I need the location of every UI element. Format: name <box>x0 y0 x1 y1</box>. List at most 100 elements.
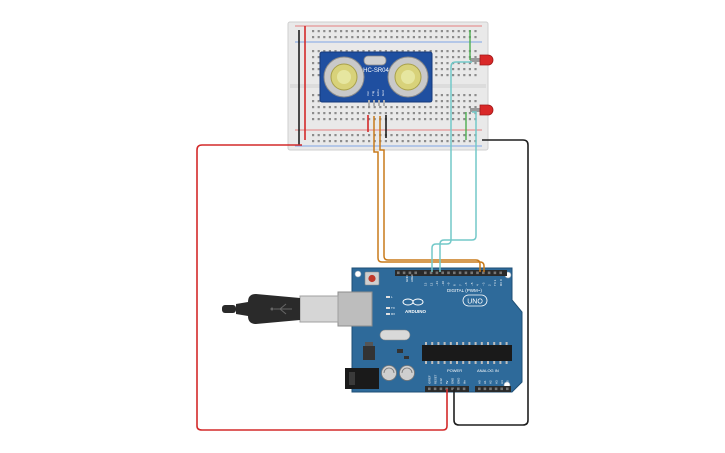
breadboard-hole[interactable] <box>446 56 449 59</box>
breadboard-hole[interactable] <box>440 100 443 103</box>
breadboard-hole[interactable] <box>446 36 449 39</box>
breadboard-hole[interactable] <box>334 30 337 33</box>
breadboard-hole[interactable] <box>463 94 466 97</box>
breadboard-hole[interactable] <box>407 36 410 39</box>
breadboard-hole[interactable] <box>362 50 365 53</box>
breadboard-hole[interactable] <box>463 30 466 33</box>
breadboard-hole[interactable] <box>379 30 382 33</box>
breadboard-hole[interactable] <box>452 106 455 109</box>
digital-pin[interactable] <box>464 271 468 275</box>
breadboard-hole[interactable] <box>317 118 320 121</box>
breadboard-hole[interactable] <box>384 140 387 143</box>
breadboard-hole[interactable] <box>312 30 315 33</box>
breadboard-hole[interactable] <box>452 74 455 77</box>
breadboard-hole[interactable] <box>429 112 432 115</box>
breadboard-hole[interactable] <box>435 100 438 103</box>
breadboard-hole[interactable] <box>384 106 387 109</box>
breadboard-hole[interactable] <box>345 50 348 53</box>
breadboard-hole[interactable] <box>440 140 443 143</box>
digital-pin[interactable] <box>499 271 502 275</box>
breadboard-hole[interactable] <box>396 134 399 137</box>
breadboard-hole[interactable] <box>468 112 471 115</box>
breadboard-hole[interactable] <box>412 36 415 39</box>
breadboard-hole[interactable] <box>468 74 471 77</box>
analog-pin[interactable] <box>506 387 509 391</box>
breadboard-hole[interactable] <box>345 134 348 137</box>
breadboard-hole[interactable] <box>368 50 371 53</box>
breadboard-hole[interactable] <box>463 106 466 109</box>
breadboard-hole[interactable] <box>463 56 466 59</box>
breadboard-hole[interactable] <box>317 68 320 71</box>
breadboard-hole[interactable] <box>440 68 443 71</box>
breadboard-hole[interactable] <box>440 36 443 39</box>
breadboard-hole[interactable] <box>435 50 438 53</box>
breadboard-hole[interactable] <box>328 140 331 143</box>
breadboard-hole[interactable] <box>379 112 382 115</box>
breadboard-hole[interactable] <box>356 30 359 33</box>
digital-pin[interactable] <box>482 271 485 275</box>
breadboard-hole[interactable] <box>440 74 443 77</box>
breadboard-hole[interactable] <box>317 140 320 143</box>
breadboard-hole[interactable] <box>323 134 326 137</box>
breadboard-hole[interactable] <box>328 36 331 39</box>
wire-led-top-signal[interactable] <box>431 61 472 272</box>
breadboard-hole[interactable] <box>340 134 343 137</box>
breadboard-hole[interactable] <box>463 118 466 121</box>
breadboard-hole[interactable] <box>457 94 460 97</box>
breadboard-hole[interactable] <box>362 106 365 109</box>
breadboard-hole[interactable] <box>407 134 410 137</box>
breadboard-hole[interactable] <box>412 118 415 121</box>
breadboard-hole[interactable] <box>390 112 393 115</box>
breadboard-hole[interactable] <box>312 134 315 137</box>
breadboard-hole[interactable] <box>379 50 382 53</box>
breadboard-hole[interactable] <box>340 118 343 121</box>
breadboard-hole[interactable] <box>362 140 365 143</box>
breadboard-hole[interactable] <box>351 134 354 137</box>
breadboard-hole[interactable] <box>418 118 421 121</box>
breadboard-hole[interactable] <box>368 112 371 115</box>
breadboard-hole[interactable] <box>463 36 466 39</box>
breadboard-hole[interactable] <box>356 140 359 143</box>
wire-5v-power[interactable] <box>196 144 448 431</box>
breadboard-hole[interactable] <box>328 106 331 109</box>
breadboard-hole[interactable] <box>435 140 438 143</box>
breadboard-hole[interactable] <box>435 118 438 121</box>
breadboard-hole[interactable] <box>356 50 359 53</box>
breadboard-hole[interactable] <box>446 94 449 97</box>
breadboard-hole[interactable] <box>457 56 460 59</box>
breadboard-hole[interactable] <box>418 106 421 109</box>
digital-pin[interactable] <box>470 271 473 275</box>
breadboard-hole[interactable] <box>418 112 421 115</box>
breadboard-hole[interactable] <box>362 30 365 33</box>
breadboard-hole[interactable] <box>312 56 315 59</box>
digital-pin[interactable] <box>435 271 439 275</box>
breadboard-hole[interactable] <box>468 106 471 109</box>
breadboard-hole[interactable] <box>435 106 438 109</box>
wire-led-bottom-signal[interactable] <box>439 111 477 272</box>
breadboard-hole[interactable] <box>396 106 399 109</box>
breadboard-hole[interactable] <box>356 118 359 121</box>
breadboard-hole[interactable] <box>401 140 404 143</box>
breadboard-hole[interactable] <box>452 68 455 71</box>
breadboard-hole[interactable] <box>463 50 466 53</box>
breadboard-hole[interactable] <box>317 50 320 53</box>
power-pin[interactable] <box>439 387 443 391</box>
breadboard-hole[interactable] <box>452 56 455 59</box>
wire-trig[interactable] <box>373 116 485 272</box>
breadboard-hole[interactable] <box>463 112 466 115</box>
breadboard-hole[interactable] <box>457 62 460 65</box>
breadboard-hole[interactable] <box>435 112 438 115</box>
breadboard-hole[interactable] <box>407 140 410 143</box>
breadboard-hole[interactable] <box>474 62 477 65</box>
digital-pin[interactable] <box>414 271 417 275</box>
breadboard-hole[interactable] <box>345 30 348 33</box>
breadboard-hole[interactable] <box>407 50 410 53</box>
digital-pin[interactable] <box>441 271 444 275</box>
wire-echo[interactable] <box>379 116 481 272</box>
breadboard-hole[interactable] <box>418 134 421 137</box>
breadboard-hole[interactable] <box>317 74 320 77</box>
breadboard-hole[interactable] <box>334 134 337 137</box>
breadboard-hole[interactable] <box>401 112 404 115</box>
digital-pin[interactable] <box>487 271 491 275</box>
